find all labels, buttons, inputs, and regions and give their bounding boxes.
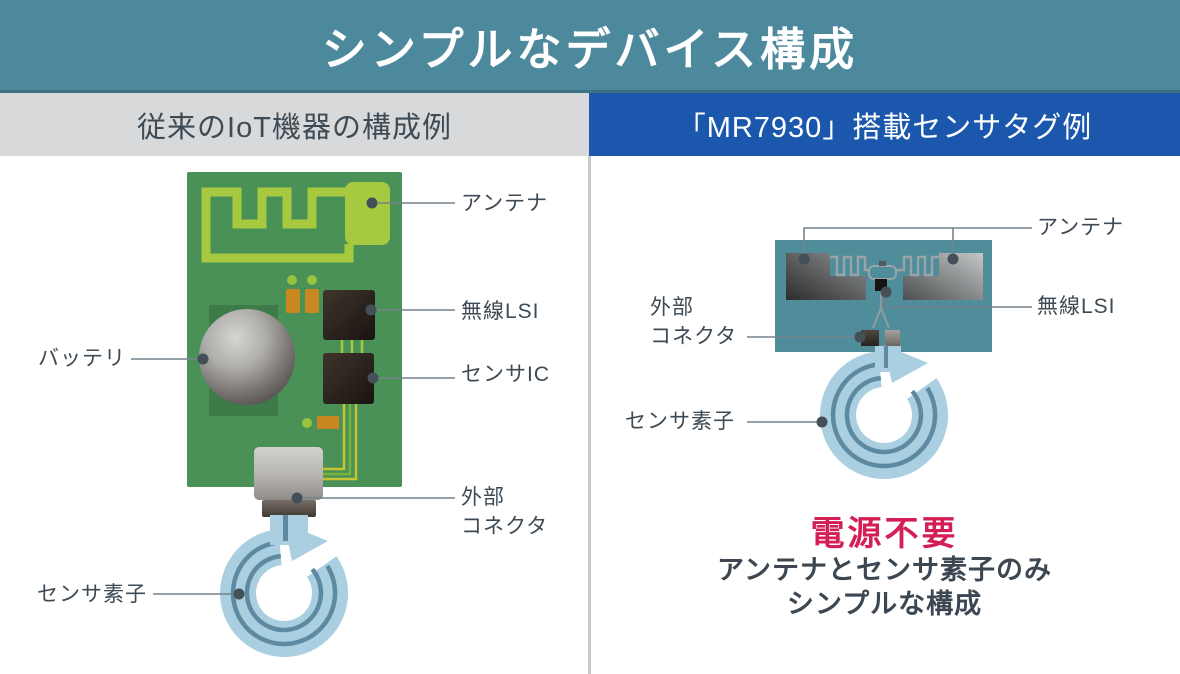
label-wireless-lsi-left: 無線LSI [461, 300, 540, 323]
label-external-connector-right-2: コネクタ [650, 325, 738, 348]
external-connector [254, 447, 323, 517]
caption-line-1: アンテナとセンサ素子のみ [717, 555, 1052, 585]
left-panel-header-text: 従来のIoT機器の構成例 [137, 111, 452, 144]
wireless-lsi-chip [323, 290, 375, 340]
chip-nub [879, 261, 886, 266]
connector-pad-right [885, 330, 900, 346]
right-panel-header-text: 「MR7930」搭載センサタグ例 [676, 111, 1093, 144]
passive-components [286, 275, 339, 429]
sensor-ic-chip [323, 353, 374, 404]
caption-line-2: シンプルな構成 [786, 589, 983, 619]
antenna-meander-trace [830, 255, 939, 277]
left-panel-header: 従来のIoT機器の構成例 [0, 93, 589, 156]
label-sensor-element-right: センサ素子 [625, 410, 735, 433]
connector-pad-left [861, 330, 879, 346]
leader-lines [131, 202, 455, 595]
label-antenna-right: アンテナ [1037, 216, 1125, 239]
pcb-board [187, 172, 402, 517]
right-panel-header: 「MR7930」搭載センサタグ例 [589, 93, 1180, 156]
antenna-patch-left [786, 253, 866, 300]
banner: シンプルなデバイス構成 [0, 0, 1180, 93]
label-external-connector-right-1: 外部 [650, 296, 694, 319]
label-sensor-ic: センサIC [461, 363, 550, 386]
sensor-coil [833, 345, 935, 466]
no-power-highlight: 電源不要 [810, 515, 959, 553]
connector-traces [322, 404, 358, 481]
label-wireless-lsi-right: 無線LSI [1037, 295, 1116, 318]
mr7930-tag-illustration [747, 227, 1032, 674]
sensor-coil [233, 515, 335, 644]
label-external-connector-left-2: コネクタ [461, 515, 549, 538]
chip-interconnect-traces [340, 340, 364, 353]
label-sensor-element-left: センサ素子 [37, 583, 147, 606]
leader-lines [747, 227, 1032, 423]
conventional-device-illustration [131, 172, 455, 674]
antenna-trace [201, 182, 390, 263]
panel-divider [588, 156, 591, 674]
label-external-connector-left-1: 外部 [461, 486, 505, 509]
page-title: シンプルなデバイス構成 [321, 23, 859, 75]
label-antenna-left: アンテナ [461, 192, 549, 215]
connector-trace [871, 291, 891, 329]
label-battery: バッテリ [38, 347, 126, 370]
leader-dots [197, 197, 379, 600]
leader-dots [798, 253, 959, 428]
antenna-patch-right [903, 253, 983, 300]
battery [199, 305, 295, 416]
